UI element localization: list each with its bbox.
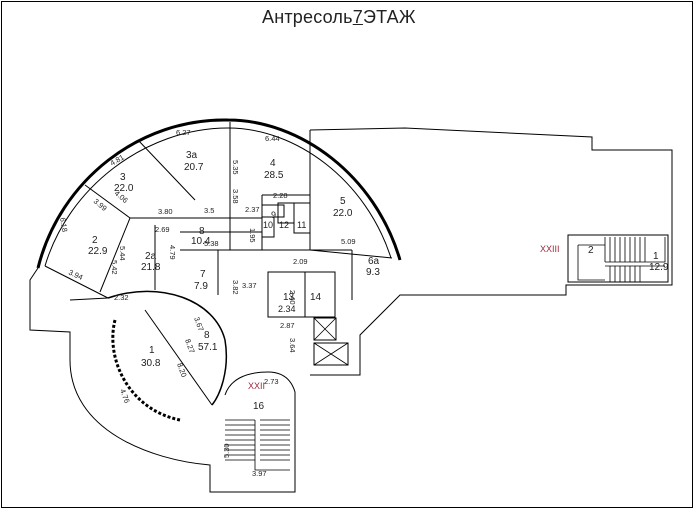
title-prefix: Антресоль (262, 7, 353, 27)
dimension: 2.28 (273, 191, 288, 200)
room-number: 11 (297, 220, 306, 230)
dimension: 5.44 (118, 246, 127, 261)
room-number: 14 (310, 292, 322, 303)
dimension: 4.76 (118, 388, 131, 405)
dimension: 6.27 (176, 128, 191, 137)
dimension: 5.38 (204, 239, 219, 248)
left-annex (29, 267, 296, 493)
dimension: 5.35 (231, 160, 240, 175)
dimension: 3.80 (158, 207, 173, 216)
room-area: 9.3 (366, 267, 380, 278)
stair-xxii-wall (224, 371, 296, 492)
room-number: 10 (263, 220, 273, 230)
room-area: 2.34 (278, 304, 296, 314)
room-area: 28.5 (264, 170, 284, 181)
room-number: 7 (200, 269, 206, 280)
dimension: 3.64 (288, 338, 297, 353)
dimension: 3.82 (231, 280, 240, 295)
room-number: 8 (199, 226, 205, 237)
room-area: 57.1 (198, 342, 218, 353)
dimension-labels: 6.27 6.44 4.81 5.35 3.58 2.28 4.06 3.80 … (58, 128, 356, 478)
room-14-box (304, 271, 336, 318)
dimension: 3.97 (252, 469, 267, 478)
room-number: 16 (253, 401, 265, 412)
room-area: 12.9 (649, 262, 669, 273)
room-area: 30.8 (141, 358, 161, 369)
right-outer-facade (309, 127, 673, 376)
room-number: 3а (186, 150, 198, 161)
wall-r4 (99, 217, 131, 293)
left-annex-inner (69, 297, 109, 301)
lift-1 (313, 317, 337, 341)
dimension: 6.18 (58, 217, 69, 233)
room-area: 20.7 (184, 162, 204, 173)
room-area: 21.8 (141, 262, 161, 273)
room-number: 2 (92, 235, 98, 246)
room-number: 2а (145, 251, 157, 262)
dimension: 3.37 (242, 281, 257, 290)
dimension: 3.67 (192, 316, 205, 333)
wc-11 (293, 202, 311, 234)
dimension: 6.44 (265, 134, 280, 143)
page-title: Антресоль7ЭТАЖ (262, 7, 416, 28)
dimension: 1.95 (248, 228, 257, 243)
wall-r2 (84, 184, 131, 219)
dimension: 2.37 (245, 205, 260, 214)
dimension: 3.99 (92, 197, 109, 213)
room-number: 4 (270, 158, 276, 169)
wc-10 (261, 216, 275, 238)
room-number: 3 (120, 172, 126, 183)
room-number: 13 (283, 292, 295, 303)
section-label-xxiii: XXIII (540, 244, 560, 254)
room-number: 1 (653, 251, 659, 262)
room-number: 12 (279, 220, 289, 230)
round-room-wall (107, 290, 228, 406)
room-labels: 1 30.8 2 22.9 2а 21.8 3 22.0 3а 20.7 4 2… (88, 150, 669, 412)
dimension: 3.58 (231, 189, 240, 204)
room-area: 7.9 (194, 281, 208, 292)
round-room-inner-arc (111, 319, 181, 422)
room-area: 22.0 (333, 208, 353, 219)
dimension: 8.27 (183, 338, 196, 355)
title-suffix: ЭТАЖ (362, 7, 416, 27)
dimension: 2.69 (155, 225, 170, 234)
stair-xxii-steps (225, 419, 290, 471)
stair-xxiii-steps (577, 237, 666, 282)
dimension: 8.20 (175, 362, 188, 379)
stair-xxiii-box (567, 234, 669, 283)
dimension: 5.09 (341, 237, 356, 246)
dimension: 2.87 (280, 321, 295, 330)
dimension: 4.79 (168, 245, 177, 260)
walls (29, 118, 673, 493)
room-area: 22.0 (114, 183, 134, 194)
room-number: 8 (204, 330, 210, 341)
dimension: 2.73 (264, 377, 279, 386)
outer-arc-wall (36, 118, 402, 269)
dimension: 2.32 (114, 293, 129, 302)
dimension: 2.09 (293, 257, 308, 266)
title-floor-number: 7 (352, 7, 363, 27)
room-number: 2 (588, 245, 594, 256)
wall-r16 (144, 309, 213, 406)
dimension: 5.30 (222, 443, 231, 458)
room-area: 10.4 (191, 236, 211, 247)
room-number: 9 (271, 210, 276, 220)
dimension: 3.5 (204, 206, 214, 215)
wall-r3 (44, 265, 109, 299)
dimension: 5.42 (110, 260, 119, 275)
dimension: 3.94 (67, 268, 84, 282)
room-area: 22.9 (88, 246, 108, 257)
lift-2 (313, 342, 349, 366)
section-label-xxii: XXII (248, 381, 265, 391)
wall-r1 (137, 139, 196, 201)
inner-arc-wall (44, 127, 392, 267)
room-number: 5 (340, 196, 346, 207)
room-number: 1 (149, 345, 155, 356)
room-number: 6а (368, 256, 380, 267)
dimension: 2.40 (288, 290, 297, 305)
wall-r14 (309, 249, 393, 259)
